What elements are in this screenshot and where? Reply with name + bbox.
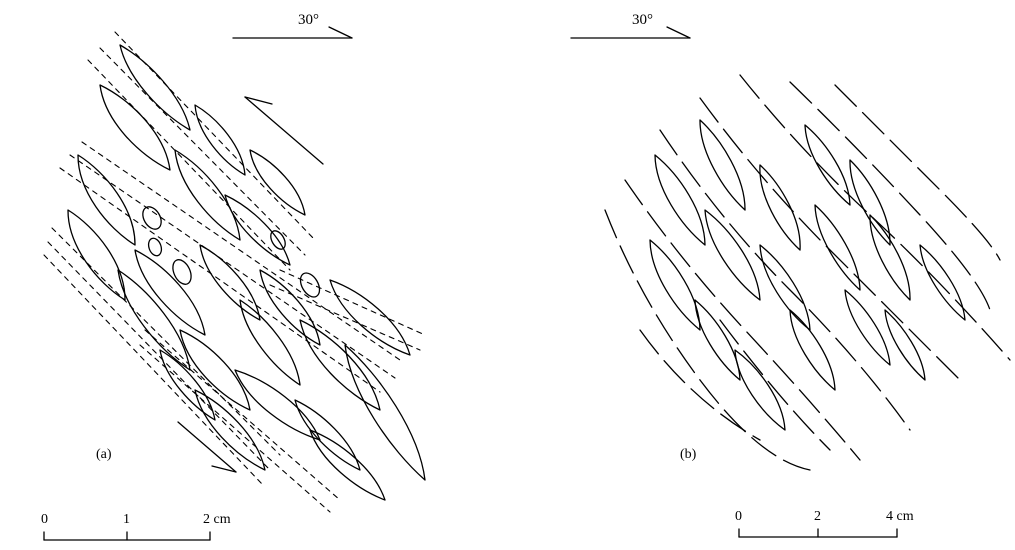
foliation-trace bbox=[719, 319, 831, 451]
lens bbox=[259, 269, 321, 346]
foliation-line bbox=[59, 167, 381, 393]
foliation-line bbox=[43, 254, 263, 485]
lens bbox=[759, 164, 801, 251]
lens bbox=[199, 244, 261, 321]
lens bbox=[134, 249, 206, 336]
panel-a-shear-arrow-top bbox=[244, 96, 324, 165]
panel-a-scale-bar: 0 1 2 cm bbox=[41, 512, 231, 541]
foliation-trace bbox=[639, 329, 761, 441]
lens bbox=[119, 44, 191, 131]
foliation-line bbox=[279, 269, 426, 336]
lens bbox=[234, 369, 321, 441]
porphyroclast bbox=[299, 272, 321, 298]
foliation-trace bbox=[699, 97, 961, 381]
lens bbox=[919, 244, 966, 321]
foliation-trace bbox=[739, 74, 1011, 361]
foliation-line bbox=[144, 329, 341, 501]
lens bbox=[194, 104, 246, 176]
panel-b-orientation-arrow: 30° bbox=[570, 12, 691, 39]
foliation-line bbox=[47, 241, 271, 471]
porphyroclast bbox=[147, 237, 163, 257]
panel-a-angle-label: 30° bbox=[298, 12, 319, 28]
panel-a-foliation-lines bbox=[43, 31, 426, 513]
lens bbox=[804, 124, 851, 206]
panel-b-scale-tick-0: 0 bbox=[735, 509, 742, 524]
lens bbox=[309, 429, 386, 501]
lens bbox=[117, 269, 191, 371]
foliation-line bbox=[99, 47, 306, 256]
lens bbox=[704, 209, 761, 301]
panel-b-label: (b) bbox=[680, 447, 697, 462]
lens bbox=[734, 349, 786, 431]
lens bbox=[694, 299, 741, 381]
panel-a-scale-tick-2: 2 cm bbox=[203, 512, 231, 527]
panel-a-orientation-arrow: 30° bbox=[232, 12, 353, 39]
panel-a-label: (a) bbox=[96, 447, 112, 462]
lens bbox=[844, 289, 891, 366]
lens bbox=[239, 299, 301, 386]
lens bbox=[67, 209, 126, 301]
foliation-line bbox=[269, 284, 421, 351]
panel-b-foliation-lines bbox=[604, 74, 1011, 471]
foliation-trace bbox=[604, 209, 811, 471]
porphyroclast bbox=[270, 230, 286, 250]
panel-a-scale-tick-0: 0 bbox=[41, 512, 48, 527]
panel-b-angle-label: 30° bbox=[632, 12, 653, 28]
foliation-trace bbox=[659, 129, 911, 431]
lens bbox=[159, 349, 216, 421]
lens bbox=[194, 389, 266, 471]
lens bbox=[179, 329, 251, 411]
lens bbox=[654, 154, 706, 246]
panel-a-lenses bbox=[67, 44, 426, 501]
lens bbox=[344, 344, 426, 481]
lens bbox=[849, 159, 891, 246]
panel-a-shear-arrow-bottom bbox=[177, 421, 237, 473]
lens bbox=[99, 84, 171, 171]
panel-b-scale-tick-1: 2 bbox=[814, 509, 821, 524]
lens bbox=[224, 194, 291, 266]
lens bbox=[77, 154, 136, 246]
lens bbox=[299, 319, 381, 411]
panel-b-scale-tick-2: 4 cm bbox=[886, 509, 914, 524]
lens bbox=[174, 149, 241, 241]
lens bbox=[649, 239, 701, 331]
lens bbox=[329, 279, 411, 356]
foliation-line bbox=[81, 141, 401, 361]
foliation-line bbox=[69, 154, 396, 379]
porphyroclast bbox=[142, 206, 162, 230]
foliation-line bbox=[51, 227, 281, 456]
lens bbox=[699, 119, 746, 211]
foliation-line bbox=[87, 59, 291, 271]
foliation-trace bbox=[624, 179, 861, 461]
panel-a-porphyroclasts bbox=[142, 206, 321, 298]
lens bbox=[869, 214, 911, 301]
lens bbox=[294, 399, 361, 471]
foliation-trace bbox=[834, 84, 1001, 261]
lens bbox=[789, 309, 836, 391]
panel-a-scale-tick-1: 1 bbox=[123, 512, 130, 527]
porphyroclast bbox=[172, 259, 192, 285]
panel-b-scale-bar: 0 2 4 cm bbox=[735, 509, 914, 538]
foliation-trace bbox=[789, 81, 991, 311]
panel-a-drawing: 30° (a) 0 1 2 cm bbox=[41, 12, 426, 541]
foliation-line bbox=[114, 31, 316, 241]
lens bbox=[249, 149, 306, 216]
lens bbox=[759, 244, 811, 331]
lens bbox=[884, 309, 926, 381]
foliation-line bbox=[139, 344, 331, 513]
panel-b-drawing: 30° (b) 0 2 4 cm bbox=[570, 12, 1011, 538]
lens bbox=[814, 204, 861, 291]
panel-b-lenses bbox=[649, 119, 966, 431]
